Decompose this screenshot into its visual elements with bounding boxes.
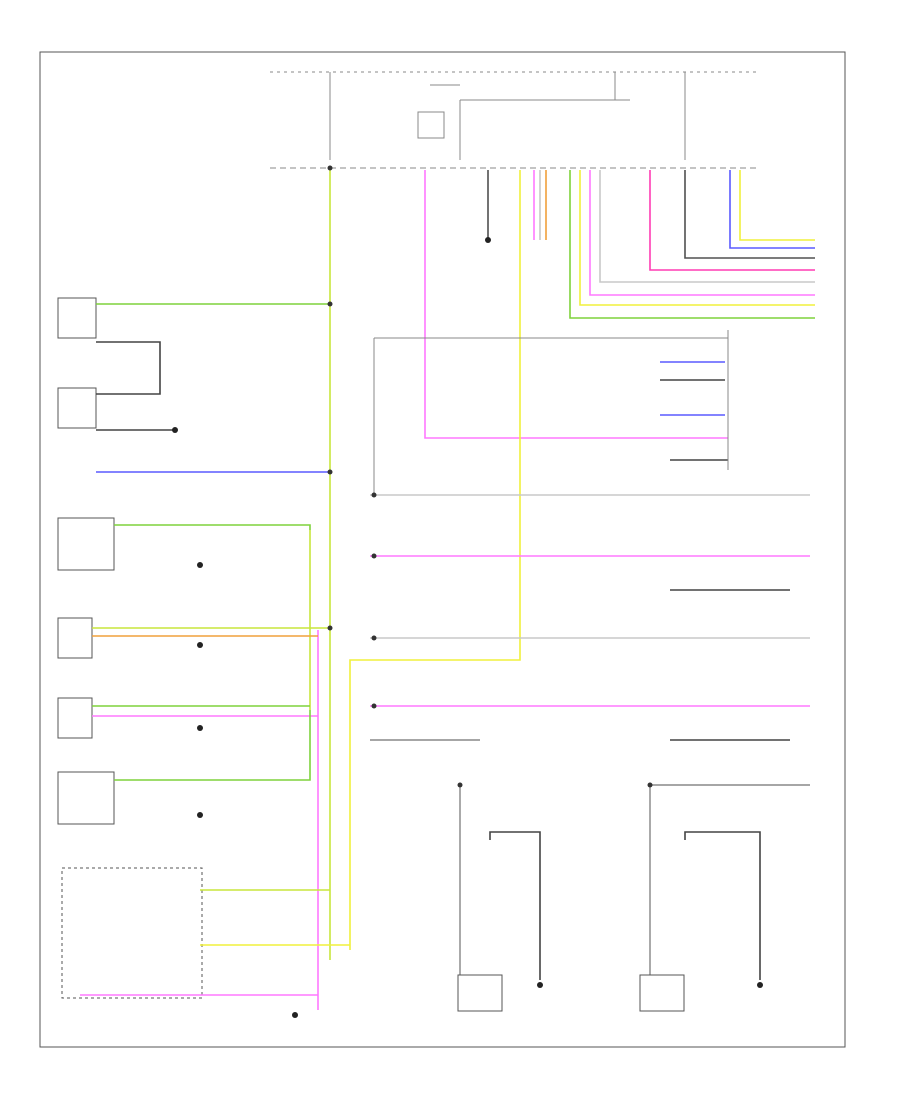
left-horizontal-wires bbox=[80, 303, 350, 996]
diagram-frame bbox=[39, 51, 846, 1048]
wire-harness-right bbox=[533, 170, 815, 319]
vertical-feeds bbox=[309, 170, 728, 1010]
top-bus bbox=[270, 71, 760, 169]
splice-dots bbox=[327, 165, 653, 788]
bottom-lamps bbox=[457, 785, 761, 1012]
ground-symbols bbox=[172, 237, 763, 1018]
right-wiring-rows bbox=[370, 330, 810, 786]
left-switches bbox=[57, 297, 203, 999]
